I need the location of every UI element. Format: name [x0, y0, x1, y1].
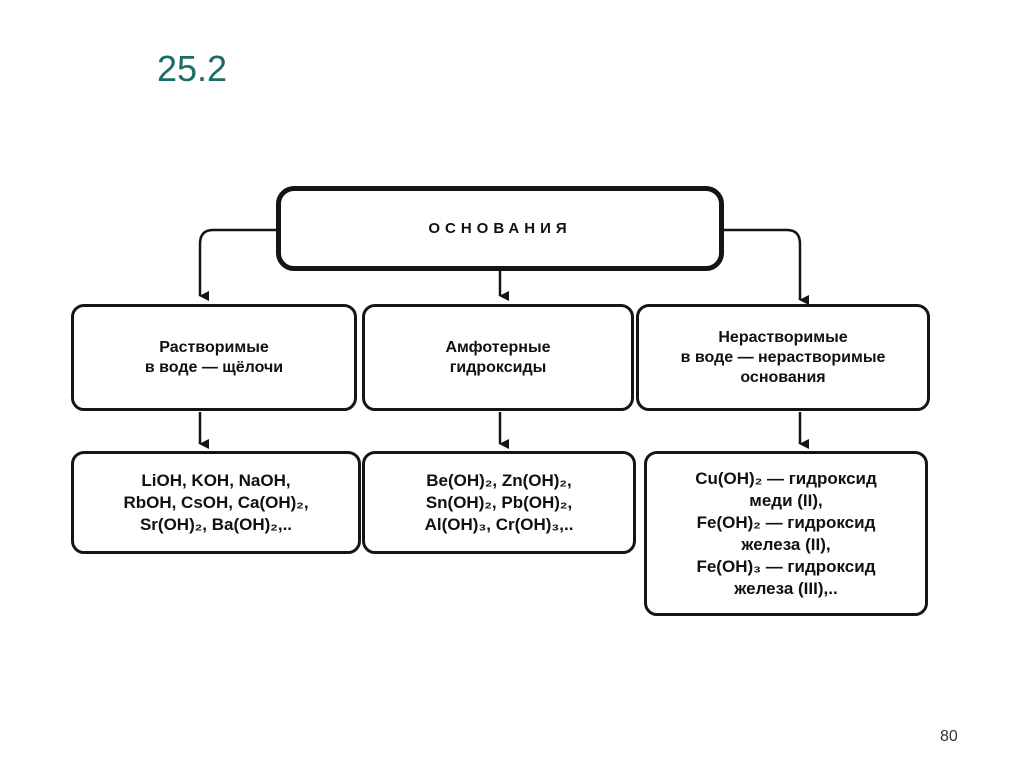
example-line: Al(OH)₃, Cr(OH)₃,..: [424, 514, 574, 534]
category-line: Нерастворимые: [718, 328, 848, 346]
connector-root-to-soluble: [198, 228, 278, 301]
category-insoluble: Нерастворимые в воде — нерастворимые осн…: [636, 304, 930, 411]
example-line: Cu(OH)₂ — гидроксид: [695, 468, 877, 488]
category-soluble: Растворимые в воде — щёлочи: [71, 304, 357, 411]
root-box: ОСНОВАНИЯ: [276, 186, 724, 271]
category-line: основания: [740, 368, 826, 386]
category-line: Амфотерные: [445, 338, 551, 356]
example-line: Fe(OH)₃ — гидроксид: [696, 556, 876, 576]
example-line: меди (II),: [749, 490, 823, 510]
category-line: Растворимые: [159, 338, 269, 356]
connector-root-to-insoluble: [722, 228, 809, 305]
examples-amphoteric: Be(OH)₂, Zn(OH)₂, Sn(OH)₂, Pb(OH)₂, Al(O…: [362, 451, 636, 554]
page-number: 80: [940, 728, 958, 745]
root-label: ОСНОВАНИЯ: [428, 220, 572, 237]
example-line: Be(OH)₂, Zn(OH)₂,: [426, 470, 572, 490]
example-line: Sr(OH)₂, Ba(OH)₂,..: [139, 514, 293, 534]
example-line: Sn(OH)₂, Pb(OH)₂,: [425, 492, 573, 512]
examples-insoluble: Cu(OH)₂ — гидроксид меди (II), Fe(OH)₂ —…: [644, 451, 928, 616]
category-line: в воде — щёлочи: [144, 358, 284, 376]
examples-soluble: LiOH, KOH, NaOH, RbOH, CsOH, Ca(OH)₂, Sr…: [71, 451, 361, 554]
example-line: железа (II),: [741, 534, 831, 554]
category-line: гидроксиды: [449, 358, 547, 376]
category-line: в воде — нерастворимые: [680, 348, 886, 366]
category-amphoteric: Амфотерные гидроксиды: [362, 304, 634, 411]
example-line: Fe(OH)₂ — гидроксид: [696, 512, 876, 532]
example-line: LiOH, KOH, NaOH,: [141, 470, 291, 490]
example-line: железа (III),..: [734, 578, 838, 598]
example-line: RbOH, CsOH, Ca(OH)₂,: [123, 492, 309, 512]
slide-title: 25.2: [157, 48, 228, 89]
